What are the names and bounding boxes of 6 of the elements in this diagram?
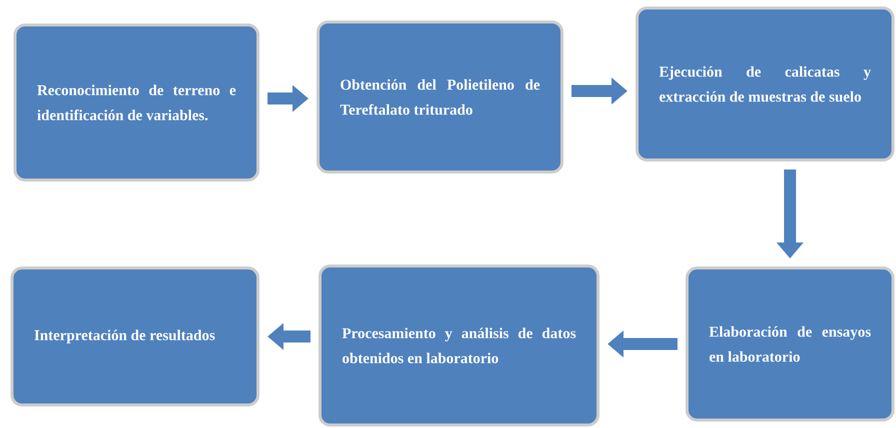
process-box: Ejecución de calicatas y extracción de muestras de suelo	[636, 6, 895, 162]
process-box: Elaboración de ensayos en laboratorio	[686, 266, 895, 422]
process-box: Interpretación de resultados	[10, 266, 260, 406]
process-box: Obtención del Polietileno de Tereftalato triturado	[316, 20, 564, 174]
process-box: Procesamiento y análisis de datos obtenidos en laboratorio	[318, 264, 600, 426]
process-box: Reconocimiento de terreno e identificación de variables.	[14, 24, 260, 182]
